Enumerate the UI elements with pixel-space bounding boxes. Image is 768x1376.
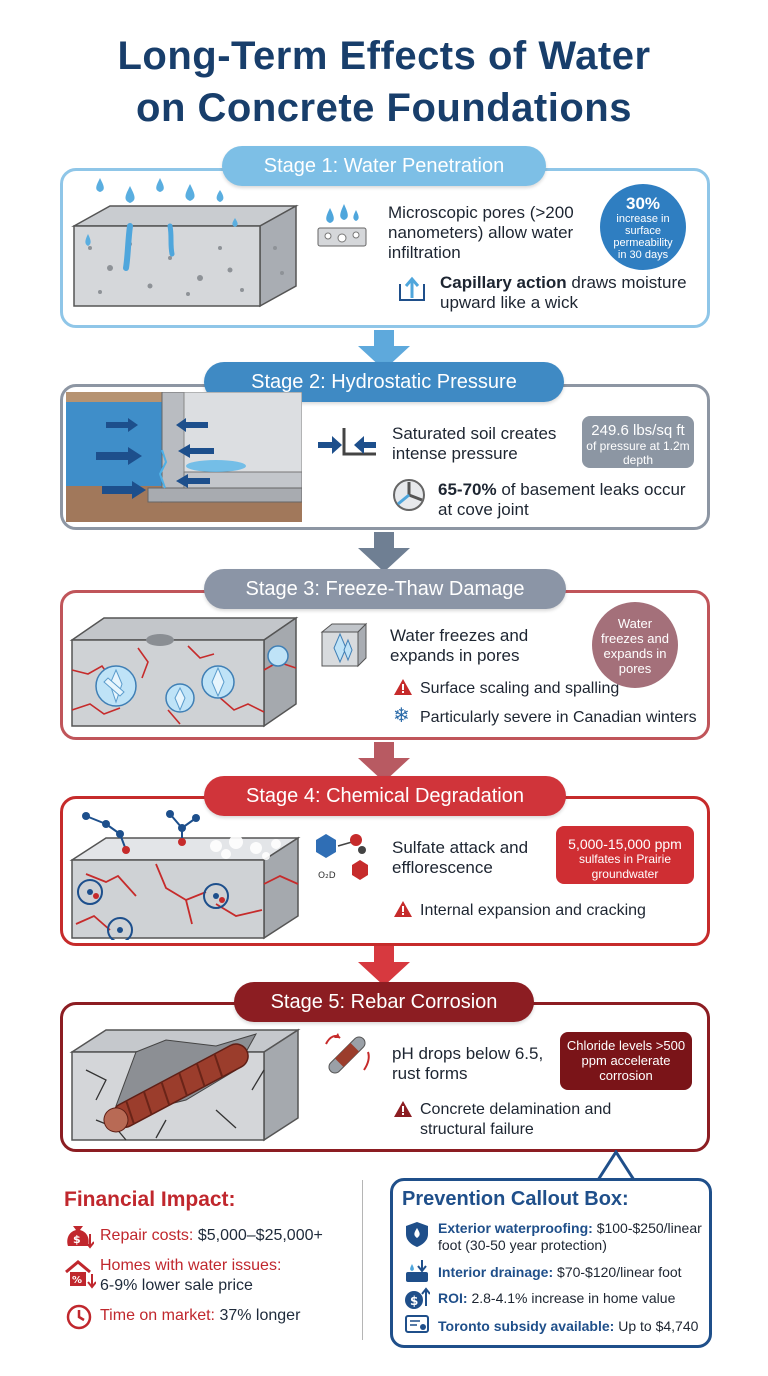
financial-row-water-issues: Homes with water issues: 6-9% lower sale… [100,1256,350,1296]
stage-3-illustration [69,616,299,728]
prevention-row-subsidy: Toronto subsidy available: Up to $4,740 [438,1318,710,1335]
down-arrow-icon [358,330,410,370]
financial-row-time-on-market: Time on market: 37% longer [100,1306,300,1326]
certificate-icon [405,1315,429,1333]
pressure-arrows-icon [318,428,376,456]
financial-row-time-value: 37% longer [219,1307,301,1324]
down-arrow-icon [358,742,410,782]
stage-4-point-2: Internal expansion and cracking [420,902,646,919]
stage-1-point-1: Microscopic pores (>200 nanometers) allo… [388,203,574,262]
house-percent-icon: % [65,1260,96,1289]
stage-3-label: Stage 3: Freeze-Thaw Damage [204,569,566,609]
capillary-icon [399,276,425,301]
cove-joint-icon [393,479,425,511]
stage-4-stat-caption: sulfates in Prairie groundwater [578,852,672,881]
stage-4-stat-badge: 5,000-15,000 ppm sulfates in Prairie gro… [556,826,694,884]
prevention-row-exterior-value: $100-$250/linear foot (30-50 year protec… [438,1220,702,1253]
financial-row-water-issues-value: 6-9% lower sale price [100,1277,253,1294]
warning-icon [394,679,412,695]
clock-icon [66,1304,92,1330]
prevention-callout-box [390,1178,712,1348]
prevention-row-exterior: Exterior waterproofing: $100-$250/linear… [438,1220,710,1254]
stage-5-illustration [69,1028,301,1142]
stage-2-illustration [66,392,302,522]
stage-3-stat-caption: Water freezes and expands in pores [601,616,669,676]
financial-row-repair-label: Repair costs: [100,1227,194,1244]
prevention-row-roi-value: 2.8-4.1% increase in home value [471,1290,676,1306]
stage-5-label: Stage 5: Rebar Corrosion [234,982,534,1022]
financial-row-time-label: Time on market: [100,1307,215,1324]
prevention-row-subsidy-label: Toronto subsidy available: [438,1318,615,1334]
prevention-row-interior: Interior drainage: $70-$120/linear foot [438,1264,710,1281]
drainage-icon [406,1260,428,1282]
stage-1-stat-caption: increase in surface permeability in 30 d… [613,213,673,261]
chemical-molecule-icon: O₂D [316,834,368,881]
prevention-title: Prevention Callout Box: [402,1188,629,1210]
prevention-row-exterior-label: Exterior waterproofing: [438,1220,593,1236]
stage-5-stat-badge: Chloride levels >500 ppm accelerate corr… [560,1032,692,1090]
water-drops-icon [317,204,367,247]
roi-icon: $ [405,1287,430,1309]
svg-text:O₂D: O₂D [318,871,336,881]
stage-5-stat-caption: Chloride levels >500 ppm accelerate corr… [566,1038,686,1083]
financial-row-repair: Repair costs: $5,000–$25,000+ [100,1226,323,1246]
stage-3-point-3: Particularly severe in Canadian winters [420,709,697,726]
shield-icon [406,1222,428,1247]
stage-2-stat-caption: of pressure at 1.2m depth [586,439,690,467]
warning-icon [394,901,412,917]
money-bag-icon: $ [67,1226,94,1249]
stage-2-point-2: 65-70% of basement leaks occur at cove j… [438,480,688,520]
ice-crystal-icon [320,622,368,668]
stage-4-label: Stage 4: Chemical Degradation [204,776,566,816]
svg-text:$: $ [410,1294,418,1308]
financial-row-repair-value: $5,000–$25,000+ [197,1227,323,1244]
prevention-row-interior-value: $70-$120/linear foot [557,1264,682,1280]
section-divider [362,1180,363,1340]
stage-1-illustration [71,178,299,308]
down-arrow-icon [358,532,410,572]
stage-4-illustration [69,810,301,940]
stage-1-label: Stage 1: Water Penetration [222,146,546,186]
prevention-row-interior-label: Interior drainage: [438,1264,554,1280]
prevention-row-subsidy-value: Up to $4,740 [618,1318,699,1334]
stage-5-point-2: Concrete delamination and structural fai… [420,1101,612,1138]
prevention-row-roi: ROI: 2.8-4.1% increase in home value [438,1290,710,1307]
snowflake-icon: ❄ [393,705,410,727]
financial-impact-title: Financial Impact: [64,1188,236,1211]
stage-2-point-1: Saturated soil creates intense pressure [392,424,557,463]
stage-2-stat-badge: 249.6 lbs/sq ft of pressure at 1.2m dept… [582,416,694,468]
financial-row-water-issues-label: Homes with water issues: [100,1257,282,1274]
prevention-row-roi-label: ROI: [438,1290,468,1306]
stage-4-point-1: Sulfate attack and efflorescence [392,838,529,877]
svg-text:$: $ [73,1233,81,1246]
stage-3-point-2: Surface scaling and spalling [420,680,620,697]
stage-2-point-2-emphasis: 65-70% [438,480,497,499]
svg-text:%: % [72,1275,82,1286]
stage-5-point-1: pH drops below 6.5, rust forms [392,1044,544,1083]
page-title: Long-Term Effects of Water on Concrete F… [0,30,768,134]
stage-1-stat-badge: 30% increase in surface permeability in … [600,184,686,270]
stage-2-stat-value: 249.6 lbs/sq ft [591,422,685,439]
down-arrow-icon [358,946,410,986]
stage-1-stat-value: 30% [625,194,661,213]
stage-4-stat-value: 5,000-15,000 ppm [568,836,682,852]
stage-3-point-1: Water freezes and expands in pores [390,626,529,665]
stage-3-stat-badge: Water freezes and expands in pores [592,602,678,688]
stage-1-point-2-text: draws moisture upward like a wick [440,273,687,312]
title-line-2: on Concrete Foundations [136,86,632,130]
warning-icon [394,1101,412,1117]
stage-1-point-2-emphasis: Capillary action [440,273,567,292]
title-line-1: Long-Term Effects of Water [117,34,651,78]
stage-1-point-2: Capillary action draws moisture upward l… [440,273,690,313]
rusted-rebar-icon [325,1033,370,1074]
stage-2-point-2-text: of basement leaks occur at cove joint [438,480,686,519]
